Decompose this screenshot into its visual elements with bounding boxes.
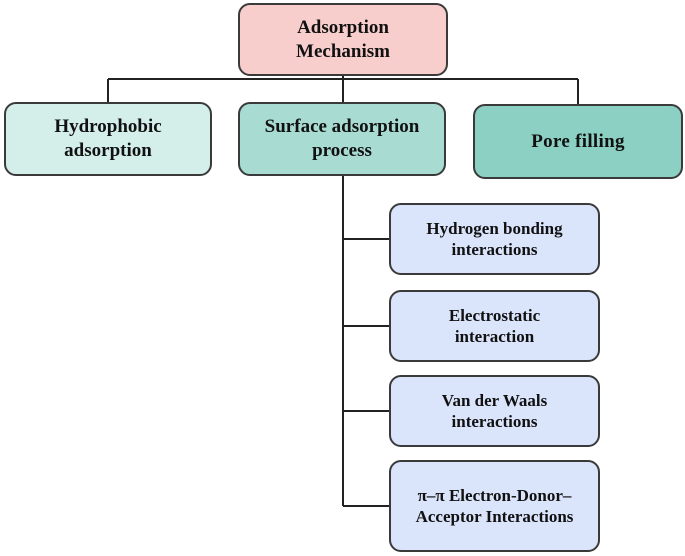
pi-pi-edа-node: π–π Electron-Donor– Acceptor Interaction… — [389, 460, 600, 552]
hydrogen-bonding-node: Hydrogen bonding interactions — [389, 203, 600, 275]
adsorption-mechanism-node: Adsorption Mechanism — [238, 3, 448, 76]
electrostatic-interaction-node: Electrostatic interaction — [389, 290, 600, 362]
surface-adsorption-process-node: Surface adsorption process — [238, 102, 446, 176]
hydrophobic-adsorption-node: Hydrophobic adsorption — [4, 102, 212, 176]
pore-filling-node: Pore filling — [473, 104, 683, 179]
van-der-waals-node: Van der Waals interactions — [389, 375, 600, 447]
